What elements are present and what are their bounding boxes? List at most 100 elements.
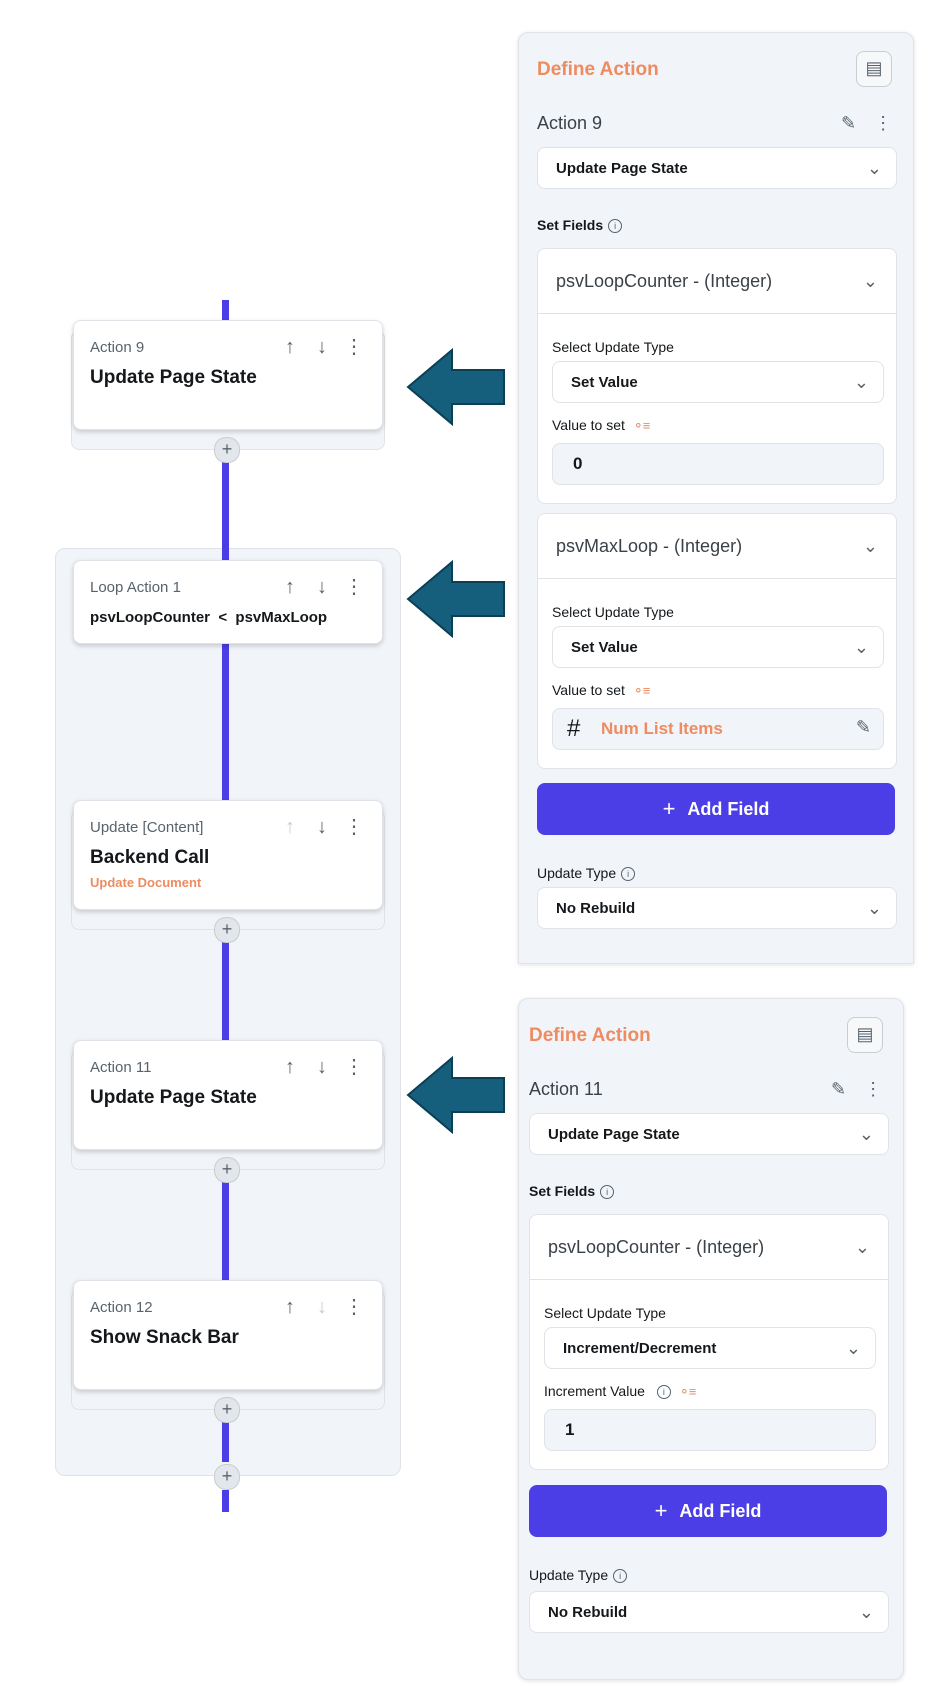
edit-icon[interactable]: ✎: [831, 1079, 847, 1099]
add-icon[interactable]: +: [214, 437, 240, 463]
chevron-down-icon: ⌄: [862, 270, 878, 291]
card-actions: ↑ ↓ ⋮: [280, 817, 364, 837]
select-update-type-dropdown[interactable]: Set Value ⌄: [552, 361, 884, 403]
value-text: Num List Items: [601, 719, 723, 738]
card-subtitle: Loop Action 1: [90, 579, 181, 596]
left-arrow-indicator: [406, 560, 505, 638]
action-card-action-9[interactable]: Action 9 Update Page State ↑ ↓ ⋮: [73, 320, 383, 430]
field-name: psvLoopCounter - (Integer): [556, 270, 773, 291]
field-name: psvMaxLoop - (Integer): [556, 535, 743, 556]
document-icon[interactable]: ▤: [856, 51, 892, 87]
action-card-action-12[interactable]: Action 12 Show Snack Bar ↑ ↓ ⋮: [73, 1280, 383, 1390]
info-icon: i: [621, 867, 636, 881]
chevron-down-icon: ⌄: [866, 157, 882, 178]
card-subtitle: Update [Content]: [90, 819, 204, 836]
card-subtitle: Action 12: [90, 1299, 153, 1316]
arrow-down-icon[interactable]: ↓: [317, 576, 327, 598]
select-update-type-dropdown[interactable]: Set Value ⌄: [552, 626, 884, 668]
card-actions: ↑ ↓ ⋮: [280, 577, 364, 597]
chevron-down-icon: ⌄: [853, 371, 869, 392]
action-name-tools: ✎ ⋮: [831, 1079, 882, 1100]
connector-line: [222, 1422, 229, 1462]
value-to-set-label: Value to set⚬≡: [552, 682, 651, 698]
chevron-down-icon: ⌄: [854, 1236, 870, 1257]
arrow-down-icon[interactable]: ↓: [317, 1056, 327, 1078]
card-title: Update Page State: [90, 367, 257, 388]
chevron-down-icon: ⌄: [845, 1337, 861, 1358]
action-card-backend-call[interactable]: Update [Content] Backend Call Update Doc…: [73, 800, 383, 910]
edit-icon[interactable]: ✎: [855, 717, 871, 737]
connector-line: [222, 1490, 229, 1512]
document-icon[interactable]: ▤: [847, 1017, 883, 1053]
update-type-label: Select Update Type: [544, 1305, 666, 1321]
arrow-down-icon[interactable]: ↓: [317, 336, 327, 358]
add-icon[interactable]: +: [214, 917, 240, 943]
add-icon[interactable]: +: [214, 1397, 240, 1423]
more-vertical-icon[interactable]: ⋮: [864, 1079, 883, 1099]
more-vertical-icon[interactable]: ⋮: [344, 336, 364, 358]
add-icon: +: [654, 1498, 668, 1523]
arrow-up-icon[interactable]: ↑: [285, 576, 295, 598]
rebuild-dropdown[interactable]: No Rebuild ⌄: [537, 887, 897, 929]
chevron-down-icon: ⌄: [858, 1123, 874, 1144]
value-input[interactable]: 1: [544, 1409, 876, 1451]
arrow-up-icon[interactable]: ↑: [285, 1296, 295, 1318]
value-to-set-label: Value to set⚬≡: [552, 417, 651, 433]
connector-line: [222, 942, 229, 1042]
chevron-down-icon: ⌄: [866, 897, 882, 918]
value-input[interactable]: 0: [552, 443, 884, 485]
more-vertical-icon[interactable]: ⋮: [874, 113, 893, 133]
define-action-panel-2: Define Action ▤ Action 11 ✎ ⋮ Update Pag…: [518, 998, 904, 1680]
field-header[interactable]: psvMaxLoop - (Integer) ⌄: [538, 514, 896, 579]
arrow-down-icon[interactable]: ↓: [317, 816, 327, 838]
more-vertical-icon[interactable]: ⋮: [344, 816, 364, 838]
add-icon[interactable]: +: [214, 1157, 240, 1183]
more-vertical-icon[interactable]: ⋮: [344, 576, 364, 598]
card-actions: ↑ ↓ ⋮: [280, 1297, 364, 1317]
variable-icon[interactable]: ⚬≡: [632, 683, 651, 698]
update-type-label: Select Update Type: [552, 339, 674, 355]
variable-icon[interactable]: ⚬≡: [678, 1384, 697, 1399]
action-card-action-11[interactable]: Action 11 Update Page State ↑ ↓ ⋮: [73, 1040, 383, 1150]
field-header[interactable]: psvLoopCounter - (Integer) ⌄: [538, 249, 896, 314]
arrow-up-icon[interactable]: ↑: [285, 1056, 295, 1078]
field-card-psvloopcounter: psvLoopCounter - (Integer) ⌄ Select Upda…: [529, 1214, 889, 1470]
variable-icon[interactable]: ⚬≡: [632, 418, 651, 433]
panel-title: Define Action: [529, 1025, 651, 1046]
field-card-psvloopcounter: psvLoopCounter - (Integer) ⌄ Select Upda…: [537, 248, 897, 504]
rebuild-dropdown[interactable]: No Rebuild ⌄: [529, 1591, 889, 1633]
field-card-psvmaxloop: psvMaxLoop - (Integer) ⌄ Select Update T…: [537, 513, 897, 769]
panel-title: Define Action: [537, 59, 659, 80]
select-update-type-dropdown[interactable]: Increment/Decrement ⌄: [544, 1327, 876, 1369]
more-vertical-icon[interactable]: ⋮: [344, 1296, 364, 1318]
arrow-up-icon[interactable]: ↑: [285, 336, 295, 358]
info-icon: i: [656, 1385, 671, 1399]
loop-action-card[interactable]: Loop Action 1 psvLoopCounter < psvMaxLoo…: [73, 560, 383, 644]
info-icon: i: [600, 1185, 615, 1199]
add-field-button[interactable]: +Add Field: [529, 1485, 887, 1537]
action-type-dropdown[interactable]: Update Page State ⌄: [529, 1113, 889, 1155]
card-note: Update Document: [90, 875, 202, 890]
action-name: Action 11: [529, 1079, 603, 1099]
dropdown-value: No Rebuild: [548, 1603, 628, 1621]
connector-line: [222, 300, 229, 322]
field-header[interactable]: psvLoopCounter - (Integer) ⌄: [530, 1215, 888, 1280]
loop-condition: psvLoopCounter < psvMaxLoop: [90, 609, 328, 626]
dropdown-value: Set Value: [571, 373, 638, 391]
add-icon[interactable]: +: [214, 1464, 240, 1490]
value-text: 0: [573, 454, 583, 473]
more-vertical-icon[interactable]: ⋮: [344, 1056, 364, 1078]
edit-icon[interactable]: ✎: [841, 113, 857, 133]
add-icon: +: [662, 796, 676, 821]
define-action-panel-1: Define Action ▤ Action 9 ✎ ⋮ Update Page…: [518, 32, 914, 964]
action-type-dropdown[interactable]: Update Page State ⌄: [537, 147, 897, 189]
arrow-up-icon: ↑: [285, 816, 295, 838]
dropdown-value: Set Value: [571, 638, 638, 656]
value-input[interactable]: # Num List Items ✎: [552, 708, 884, 750]
add-field-button[interactable]: +Add Field: [537, 783, 895, 835]
